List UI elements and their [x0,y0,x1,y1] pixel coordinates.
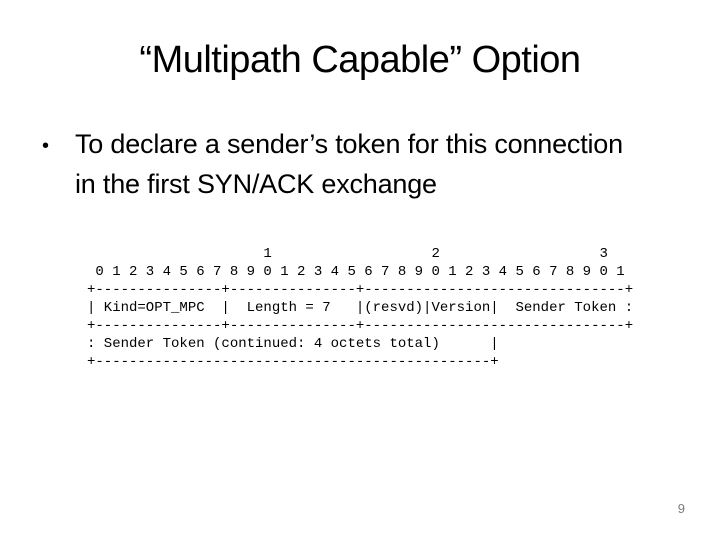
bullet-icon: • [42,135,50,157]
bullet-item: • To declare a sender’s token for this c… [42,124,702,204]
bullet-text: To declare a sender’s token for this con… [75,124,623,204]
tcp-option-ascii-diagram: 1 2 3 0 1 2 3 4 5 6 7 8 9 0 1 2 3 4 5 6 … [87,246,634,370]
slide-title: “Multipath Capable” Option [139,39,581,81]
page-number: 9 [677,501,685,516]
bullet-text-line-1: To declare a sender’s token for this con… [75,129,623,159]
bullet-text-line-2: in the first SYN/ACK exchange [75,169,437,199]
